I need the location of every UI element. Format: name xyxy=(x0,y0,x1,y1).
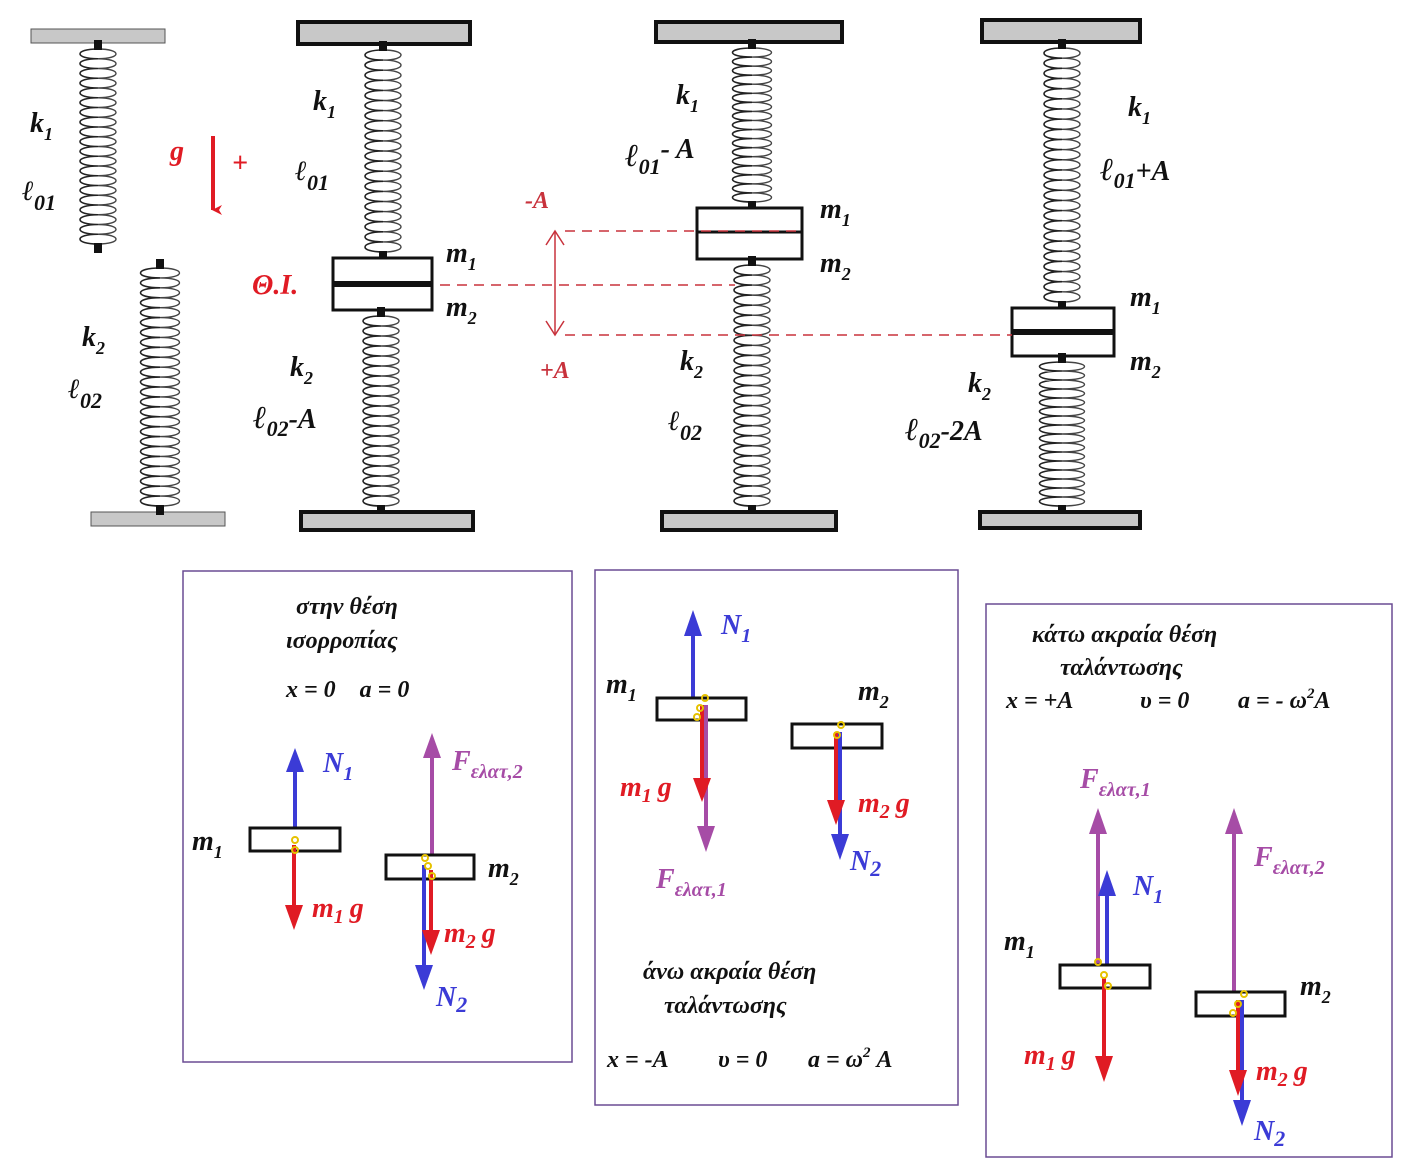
label-N2-up: N2 xyxy=(849,846,881,881)
floor-plate-up xyxy=(660,510,838,532)
label-F-elastic-1-down: Fελατ,1 xyxy=(1079,764,1151,801)
label-plus-direction: + xyxy=(232,148,248,179)
label-N1-up: N1 xyxy=(720,610,751,647)
label-l01-plus-A: ℓ01+A xyxy=(1100,151,1170,193)
label-g: g xyxy=(169,136,184,167)
label-k2-down: k2 xyxy=(968,368,991,404)
panel-down-title-1: κάτω ακραία θέση xyxy=(1032,622,1217,648)
spring-k2-eq xyxy=(362,307,400,515)
label-l01-free: ℓ01 xyxy=(21,176,56,215)
label-m2-down: m2 xyxy=(1130,346,1161,382)
label-m1-eq-panel: m1 xyxy=(192,826,223,862)
label-l02-minus-2A: ℓ02-2A xyxy=(905,411,983,453)
panel-eq-title-2: ισορροπίας xyxy=(286,628,398,654)
amplitude-guides xyxy=(440,229,1012,337)
label-m1-down-panel: m1 xyxy=(1004,926,1035,962)
panel-up-title-2: ταλάντωσης xyxy=(664,993,787,1019)
floor-plate-eq xyxy=(299,510,475,532)
label-N1-eq: N1 xyxy=(322,748,353,785)
label-m2-eq: m2 xyxy=(446,292,477,328)
spring-k1-free xyxy=(79,40,117,253)
spring-k1-eq xyxy=(364,41,402,261)
spring-k2-free xyxy=(139,259,181,515)
label-F-elastic-2-eq: Fελατ,2 xyxy=(451,746,523,783)
panel-eq-title-1: στην θέση xyxy=(296,594,398,620)
label-l02-up: ℓ02 xyxy=(667,406,702,445)
top-diagram: k1 ℓ01 k2 ℓ02 g + k1 ℓ01 Θ.Ι. m1 m2 k2 ℓ… xyxy=(21,18,1170,532)
label-m2-down-panel: m2 xyxy=(1300,971,1331,1007)
label-plus-A: +A xyxy=(540,358,570,384)
label-m1-up-panel: m1 xyxy=(606,669,637,705)
floor-plate-down xyxy=(978,510,1142,530)
label-m2-eq-panel: m2 xyxy=(488,853,519,889)
ceiling-plate-eq xyxy=(296,20,472,46)
label-minus-A: -A xyxy=(525,188,549,214)
label-k2-eq: k2 xyxy=(290,352,313,388)
label-F-elastic-2-down: Fελατ,2 xyxy=(1253,842,1325,879)
panel-down-title-2: ταλάντωσης xyxy=(1060,655,1183,681)
label-l01-minus-A: ℓ01- A xyxy=(625,134,695,179)
label-m1-down: m1 xyxy=(1130,282,1161,318)
label-k1-down: k1 xyxy=(1128,92,1151,128)
label-k1-eq: k1 xyxy=(313,86,336,122)
label-m2-up: m2 xyxy=(820,248,851,284)
label-l02-free: ℓ02 xyxy=(67,374,102,413)
label-l02-minus-A: ℓ02-A xyxy=(253,399,317,441)
label-k1-free: k1 xyxy=(30,108,53,144)
label-N1-down: N1 xyxy=(1132,871,1163,908)
label-k2-up: k2 xyxy=(680,346,703,382)
spring-k1-up xyxy=(731,39,773,211)
label-m1-eq: m1 xyxy=(446,238,477,274)
spring-k2-down xyxy=(1038,353,1085,515)
panel-up-title-1: άνω ακραία θέση xyxy=(643,959,816,985)
label-k2-free: k2 xyxy=(82,322,105,358)
label-m2-up-panel: m2 xyxy=(858,676,889,712)
label-l01-eq: ℓ01 xyxy=(294,156,329,195)
label-equilibrium: Θ.Ι. xyxy=(252,270,298,301)
spring-k2-up xyxy=(733,256,771,515)
label-F-elastic-1-up: Fελατ,1 xyxy=(655,864,727,901)
panel-eq-condition: x = 0 a = 0 xyxy=(285,677,409,703)
label-k1-up: k1 xyxy=(676,80,699,116)
label-N2-eq: N2 xyxy=(435,982,467,1017)
panel-equilibrium: στην θέση ισορροπίας x = 0 a = 0 N1 m1 m… xyxy=(182,570,573,1063)
ceiling-plate-down xyxy=(980,18,1142,44)
label-m1-up: m1 xyxy=(820,194,851,230)
spring-k1-down xyxy=(1043,39,1081,311)
label-N2-down: N2 xyxy=(1253,1116,1285,1151)
